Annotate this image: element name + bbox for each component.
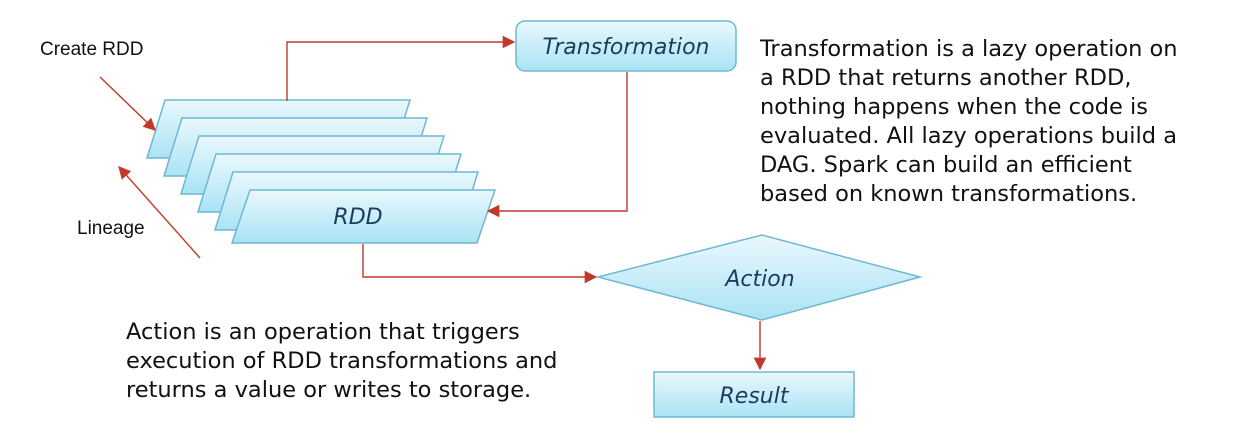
result-node-label: Result bbox=[720, 384, 790, 409]
arrow-rdd-to-transformation bbox=[286, 35, 516, 101]
lineage-label: Lineage bbox=[77, 218, 145, 239]
transformation-description-line: Transformation is a lazy operation on bbox=[759, 36, 1178, 62]
arrow-create-rdd bbox=[99, 76, 156, 131]
arrow-rdd-to-action bbox=[362, 244, 598, 284]
transformation-description-line: DAG. Spark can build an efficient bbox=[760, 152, 1132, 178]
rdd-node bbox=[230, 189, 497, 244]
transformation-description-line: evaluated. All lazy operations build a bbox=[760, 123, 1177, 149]
action-description: Action is an operation that triggers exe… bbox=[126, 319, 557, 403]
action-description-line: Action is an operation that triggers bbox=[126, 319, 520, 345]
result-node: Result bbox=[653, 371, 855, 418]
transformation-node: Transformation bbox=[515, 20, 737, 72]
transformation-description-line: nothing happens when the code is bbox=[760, 94, 1148, 120]
create-rdd-label: Create RDD bbox=[40, 39, 143, 60]
transformation-description-line: a RDD that returns another RDD, bbox=[760, 65, 1131, 91]
action-node-label: Action bbox=[723, 267, 794, 292]
action-node: Action bbox=[595, 234, 923, 321]
rdd-node-label: RDD bbox=[333, 205, 382, 230]
transformation-description-line: based on known transformations. bbox=[760, 181, 1137, 207]
arrow-lineage bbox=[118, 166, 201, 259]
action-description-line: execution of RDD transformations and bbox=[126, 348, 557, 374]
transformation-description: Transformation is a lazy operation on a … bbox=[759, 36, 1178, 207]
rdd-stack: RDD bbox=[145, 99, 497, 244]
action-description-line: returns a value or writes to storage. bbox=[126, 377, 531, 403]
transformation-node-label: Transformation bbox=[543, 35, 710, 60]
arrow-transformation-to-rdd bbox=[486, 72, 628, 218]
